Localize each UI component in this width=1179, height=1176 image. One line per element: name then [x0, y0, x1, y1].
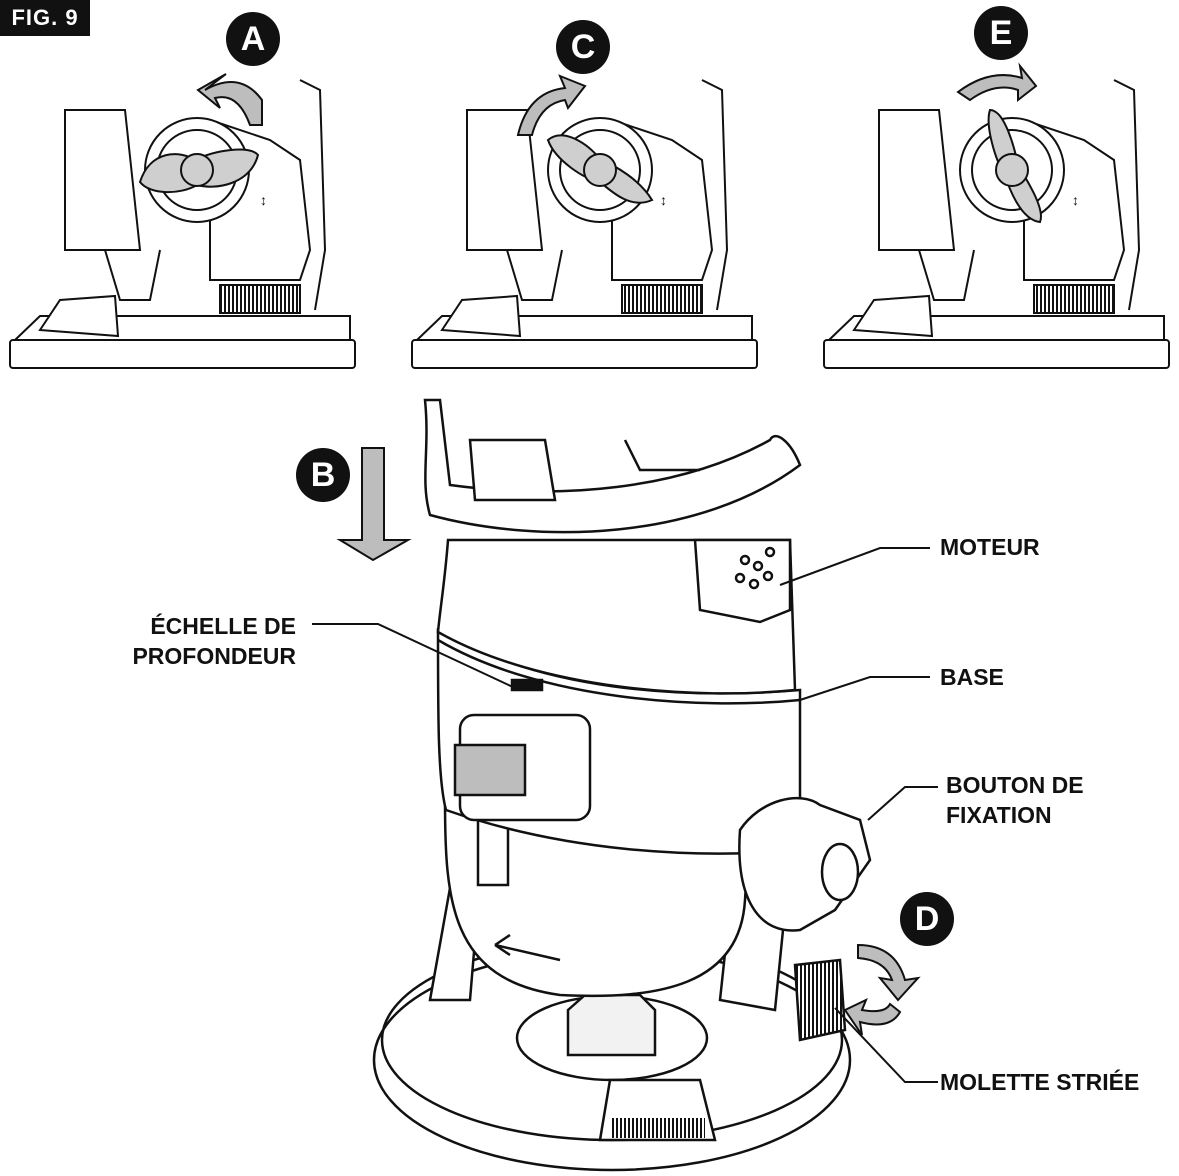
label-bouton-line2: FIXATION	[946, 802, 1052, 828]
step-badge-b: B	[296, 448, 350, 502]
down-arrow-b	[336, 447, 412, 562]
svg-text:↕: ↕	[1072, 192, 1079, 208]
panel-c-lever-rotated: ↕	[411, 74, 758, 369]
svg-text:↕: ↕	[660, 192, 667, 208]
step-badge-c: C	[556, 20, 610, 74]
panel-e-lever-locked: ↕	[823, 62, 1170, 369]
label-moteur: MOTEUR	[940, 534, 1040, 560]
label-base: BASE	[940, 664, 1004, 690]
label-echelle-line2: PROFONDEUR	[132, 643, 296, 669]
step-badge-d: D	[900, 892, 954, 946]
label-bouton-line1: BOUTON DE	[946, 772, 1084, 798]
figure-tag: FIG. 9	[0, 0, 90, 36]
rotate-arrows-d	[843, 943, 921, 1036]
leader-lines	[312, 547, 938, 1083]
step-badge-e: E	[974, 6, 1028, 60]
router-main-view	[372, 398, 872, 1172]
step-badge-a: A	[226, 12, 280, 66]
panel-a-lever-open: ↕	[9, 73, 356, 369]
label-molette: MOLETTE STRIÉE	[940, 1069, 1140, 1095]
svg-text:↕: ↕	[260, 192, 267, 208]
label-echelle-line1: ÉCHELLE DE	[150, 613, 296, 639]
